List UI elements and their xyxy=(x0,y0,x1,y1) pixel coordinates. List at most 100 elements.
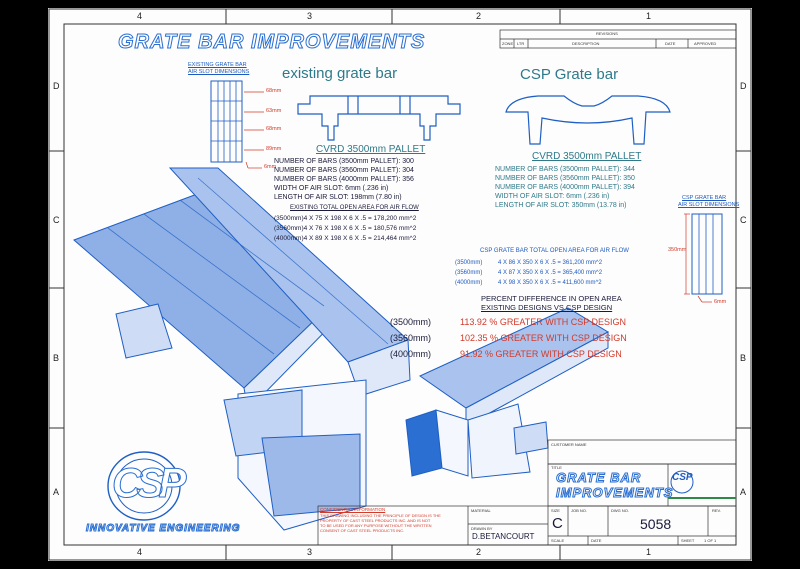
existing-pallet-title: CVRD 3500mm PALLET xyxy=(316,144,426,155)
revisions-title: REVISIONS xyxy=(596,31,618,36)
rev-col-ltr: LTR xyxy=(517,41,525,46)
csp-spec-2: NUMBER OF BARS (3560mm PALLET): 350 xyxy=(495,175,635,182)
drawing-linework xyxy=(48,8,752,561)
zone-left-a: A xyxy=(53,487,60,497)
comparison-result-2: 102.35 % GREATER WITH CSP DESIGN xyxy=(460,333,627,343)
logo-tagline: INNOVATIVE ENGINEERING xyxy=(85,523,241,534)
logo-graphic xyxy=(107,451,181,521)
size-value: C xyxy=(552,515,563,532)
existing-profile xyxy=(297,95,461,141)
existing-dim-4: 89mm xyxy=(266,146,282,152)
zone-right-d: D xyxy=(740,81,747,91)
title-label: TITLE xyxy=(551,465,562,470)
sheet-label: SHEET xyxy=(681,538,695,543)
existing-dim-5: 6mm xyxy=(264,164,277,170)
zone-top-2: 2 xyxy=(476,11,482,21)
confidential-line-4: CONSENT OF CAST STEEL PRODUCTS INC. xyxy=(320,528,405,533)
zone-bottom-1: 1 xyxy=(646,547,652,557)
csp-area-size-3: (4000mm) xyxy=(455,280,483,286)
sheet-value: 1 OF 1 xyxy=(704,538,717,543)
confidential-line-2: PROPERTY OF CAST STEEL PRODUCTS INC. AND… xyxy=(320,518,431,523)
csp-dim-1: 350mm xyxy=(668,247,687,253)
zone-ticks xyxy=(49,9,751,560)
title-line-2: IMPROVEMENTS xyxy=(555,485,674,500)
customer-label: CUSTOMER NAME xyxy=(551,442,587,447)
csp-label: CSP Grate bar xyxy=(520,66,619,83)
material-label: MATERIAL xyxy=(471,508,491,513)
existing-spec-1: NUMBER OF BARS (3500mm PALLET): 300 xyxy=(274,158,414,165)
title-block-logo: CSP xyxy=(672,472,693,483)
csp-slot-title-1: CSP GRATE BAR xyxy=(682,195,727,201)
revisions-table xyxy=(499,29,737,49)
job-label: JOB NO. xyxy=(571,508,588,513)
rev-col-approved: APPROVED xyxy=(694,41,717,46)
rev-col-date: DATE xyxy=(665,41,676,46)
zone-left-b: B xyxy=(53,353,60,363)
confidential-line-3: TO BE USED FOR ANY PURPOSE WITHOUT THE W… xyxy=(320,523,432,528)
csp-area-calc-3: 4 X 98 X 350 X 6 X .5 = 411,600 mm^2 xyxy=(498,280,602,286)
zone-top-4: 4 xyxy=(137,11,143,21)
csp-spec-4: WIDTH OF AIR SLOT: 6mm (.236 in) xyxy=(495,193,610,200)
iso-bar-large xyxy=(73,167,411,531)
csp-area-size-2: (3560mm) xyxy=(455,270,483,276)
existing-dim-2: 63mm xyxy=(266,108,282,114)
csp-area-calc-2: 4 X 87 X 350 X 6 X .5 = 365,400 mm^2 xyxy=(498,270,603,276)
comparison-title-2: EXISTING DESIGNS VS CSP DESIGN xyxy=(481,303,613,312)
zone-bottom-4: 4 xyxy=(137,547,143,557)
csp-area-calc-1: 4 X 86 X 350 X 6 X .5 = 361,200 mm^2 xyxy=(498,260,603,266)
csp-pallet-title: CVRD 3500mm PALLET xyxy=(532,151,642,162)
csp-spec-5: LENGTH OF AIR SLOT: 350mm (13.78 in) xyxy=(495,202,627,209)
zone-bottom-2: 2 xyxy=(476,547,482,557)
csp-area-size-1: (3500mm) xyxy=(455,260,483,266)
zone-right-c: C xyxy=(740,215,747,225)
date-label: DATE xyxy=(591,538,602,543)
zone-left-c: C xyxy=(53,215,60,225)
existing-slot-title-2: AIR SLOT DIMENSIONS xyxy=(188,69,250,75)
outer-border xyxy=(48,8,752,561)
csp-dim-2: 6mm xyxy=(714,299,727,305)
csp-area-title: CSP GRATE BAR TOTAL OPEN AREA FOR AIR FL… xyxy=(480,248,629,254)
drawn-label: DRAWN BY xyxy=(471,526,493,531)
comparison-size-2: (3560mm) xyxy=(390,333,432,343)
csp-slot-title-2: AIR SLOT DIMENSIONS xyxy=(678,202,740,208)
dwg-no: 5058 xyxy=(640,516,672,532)
existing-area-1: (3500mm)4 X 75 X 198 X 6 X .5 = 178,200 … xyxy=(274,215,417,222)
confidential-title: CONFIDENTIAL INFORMATION xyxy=(320,507,386,512)
drawing-sheet: 4 3 2 1 4 3 2 1 D C B A D C B A GRATE BA… xyxy=(48,8,752,561)
drawn-by: D.BETANCOURT xyxy=(472,532,535,541)
existing-spec-4: WIDTH OF AIR SLOT: 6mm (.236 in) xyxy=(274,185,389,192)
zone-right-a: A xyxy=(740,487,747,497)
drawing-title: GRATE BAR IMPROVEMENTS xyxy=(117,31,426,53)
existing-area-3: (4000mm)4 X 89 X 198 X 6 X .5 = 214,464 … xyxy=(274,235,417,242)
existing-spec-2: NUMBER OF BARS (3560mm PALLET): 304 xyxy=(274,167,414,174)
size-label: SIZE xyxy=(551,508,560,513)
existing-area-2: (3560mm)4 X 76 X 198 X 6 X .5 = 180,576 … xyxy=(274,225,417,232)
existing-dim-3: 68mm xyxy=(266,126,282,132)
csp-spec-3: NUMBER OF BARS (4000mm PALLET): 394 xyxy=(495,184,635,191)
comparison-size-1: (3500mm) xyxy=(390,317,432,327)
iso-bar-small xyxy=(405,307,610,479)
comparison-size-3: (4000mm) xyxy=(390,349,432,359)
zone-right-b: B xyxy=(740,353,747,363)
rev-col-description: DESCRIPTION xyxy=(572,41,600,46)
comparison-result-3: 91.92 % GREATER WITH CSP DESIGN xyxy=(460,349,622,359)
title-logo-graphic xyxy=(668,470,736,499)
csp-spec-1: NUMBER OF BARS (3500mm PALLET): 344 xyxy=(495,166,635,173)
logo-letters: CSP xyxy=(111,459,186,506)
zone-top-1: 1 xyxy=(646,11,652,21)
comparison-result-1: 113.92 % GREATER WITH CSP DESIGN xyxy=(460,317,627,327)
existing-label: existing grate bar xyxy=(282,65,398,82)
existing-slot-title-1: EXISTING GRATE BAR xyxy=(188,62,247,68)
csp-profile xyxy=(505,95,671,145)
existing-spec-5: LENGTH OF AIR SLOT: 198mm (7.80 in) xyxy=(274,194,402,201)
existing-slot-drawing xyxy=(210,80,264,169)
zone-top-3: 3 xyxy=(307,11,313,21)
dwg-label: DWG NO. xyxy=(611,508,629,513)
zone-bottom-3: 3 xyxy=(307,547,313,557)
rev-label: REV. xyxy=(712,508,721,513)
existing-spec-3: NUMBER OF BARS (4000mm PALLET): 356 xyxy=(274,176,414,183)
rev-col-zone: ZONE xyxy=(502,41,514,46)
title-line-1: GRATE BAR xyxy=(555,470,642,485)
existing-area-title: EXISTING TOTAL OPEN AREA FOR AIR FLOW xyxy=(290,205,419,211)
scale-label: SCALE xyxy=(551,538,565,543)
